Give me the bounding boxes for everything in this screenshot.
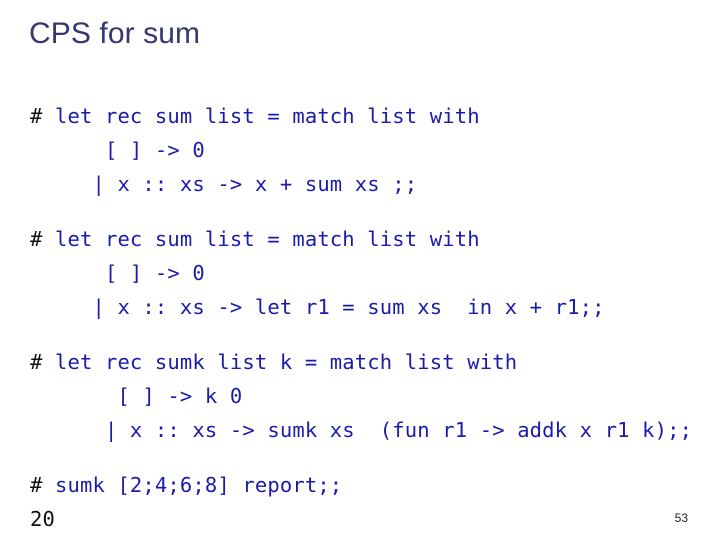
code-line: # let rec sum list = match list with [30,222,720,256]
code-line: [ ] -> 0 [30,138,205,162]
code-block-let-bound-sum: # let rec sum list = match list with [ ]… [30,222,720,324]
code-line: # let rec sum list = match list with [30,99,720,133]
prompt-symbol: # [30,104,55,128]
page-title: CPS for sum [29,17,201,50]
code-text: let rec sum list = match list with [54,227,480,251]
code-line: [ ] -> k 0 [30,384,243,408]
code-text: let rec sum list = match list with [54,104,480,128]
prompt-symbol: # [30,473,55,497]
code-line: | x :: xs -> let r1 = sum xs in x + r1;; [30,295,605,319]
evaluation-result: 20 [30,507,55,531]
code-line: # sumk [2;4;6;8] report;; [30,468,720,502]
prompt-symbol: # [30,350,55,374]
code-line: | x :: xs -> x + sum xs ;; [30,172,418,196]
code-block-cps-sumk: # let rec sumk list k = match list with … [30,345,720,447]
code-block-direct-sum: # let rec sum list = match list with [ ]… [30,99,720,201]
code-text: let rec sumk list k = match list with [54,350,518,374]
code-text: sumk [2;4;6;8] report;; [54,473,343,497]
code-area: # let rec sum list = match list with [ ]… [30,99,720,536]
code-block-invocation: # sumk [2;4;6;8] report;; 20 [30,468,720,536]
code-line: [ ] -> 0 [30,261,205,285]
prompt-symbol: # [30,227,55,251]
code-line: # let rec sumk list k = match list with [30,345,720,379]
page-number: 53 [674,511,688,525]
code-line: | x :: xs -> sumk xs (fun r1 -> addk x r… [30,418,693,442]
